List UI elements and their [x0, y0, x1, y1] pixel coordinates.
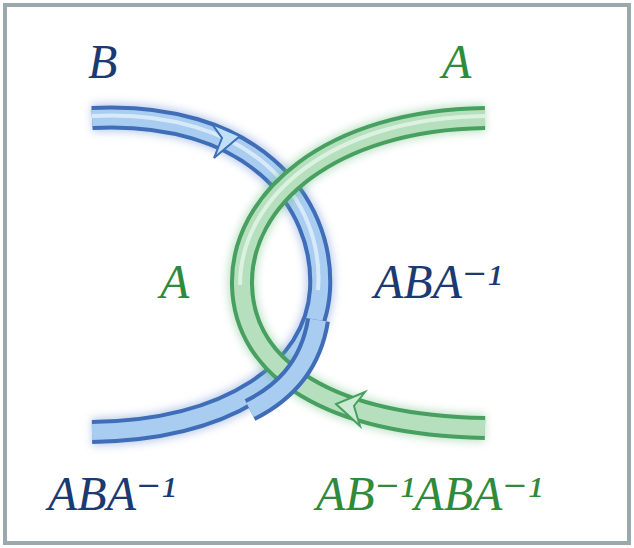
generator-label: A: [160, 258, 189, 306]
green-arrowhead: [336, 392, 365, 426]
blue-strand: [92, 116, 320, 432]
generator-label: ABA⁻¹: [374, 258, 502, 306]
generator-label: A: [442, 38, 471, 86]
blue-overpass: [250, 320, 318, 410]
generator-label: AB⁻¹ABA⁻¹: [316, 470, 542, 518]
generator-label: ABA⁻¹: [48, 470, 176, 518]
frame: [5, 5, 629, 543]
blue-arrowhead: [212, 124, 240, 158]
generator-label: B: [88, 38, 117, 86]
